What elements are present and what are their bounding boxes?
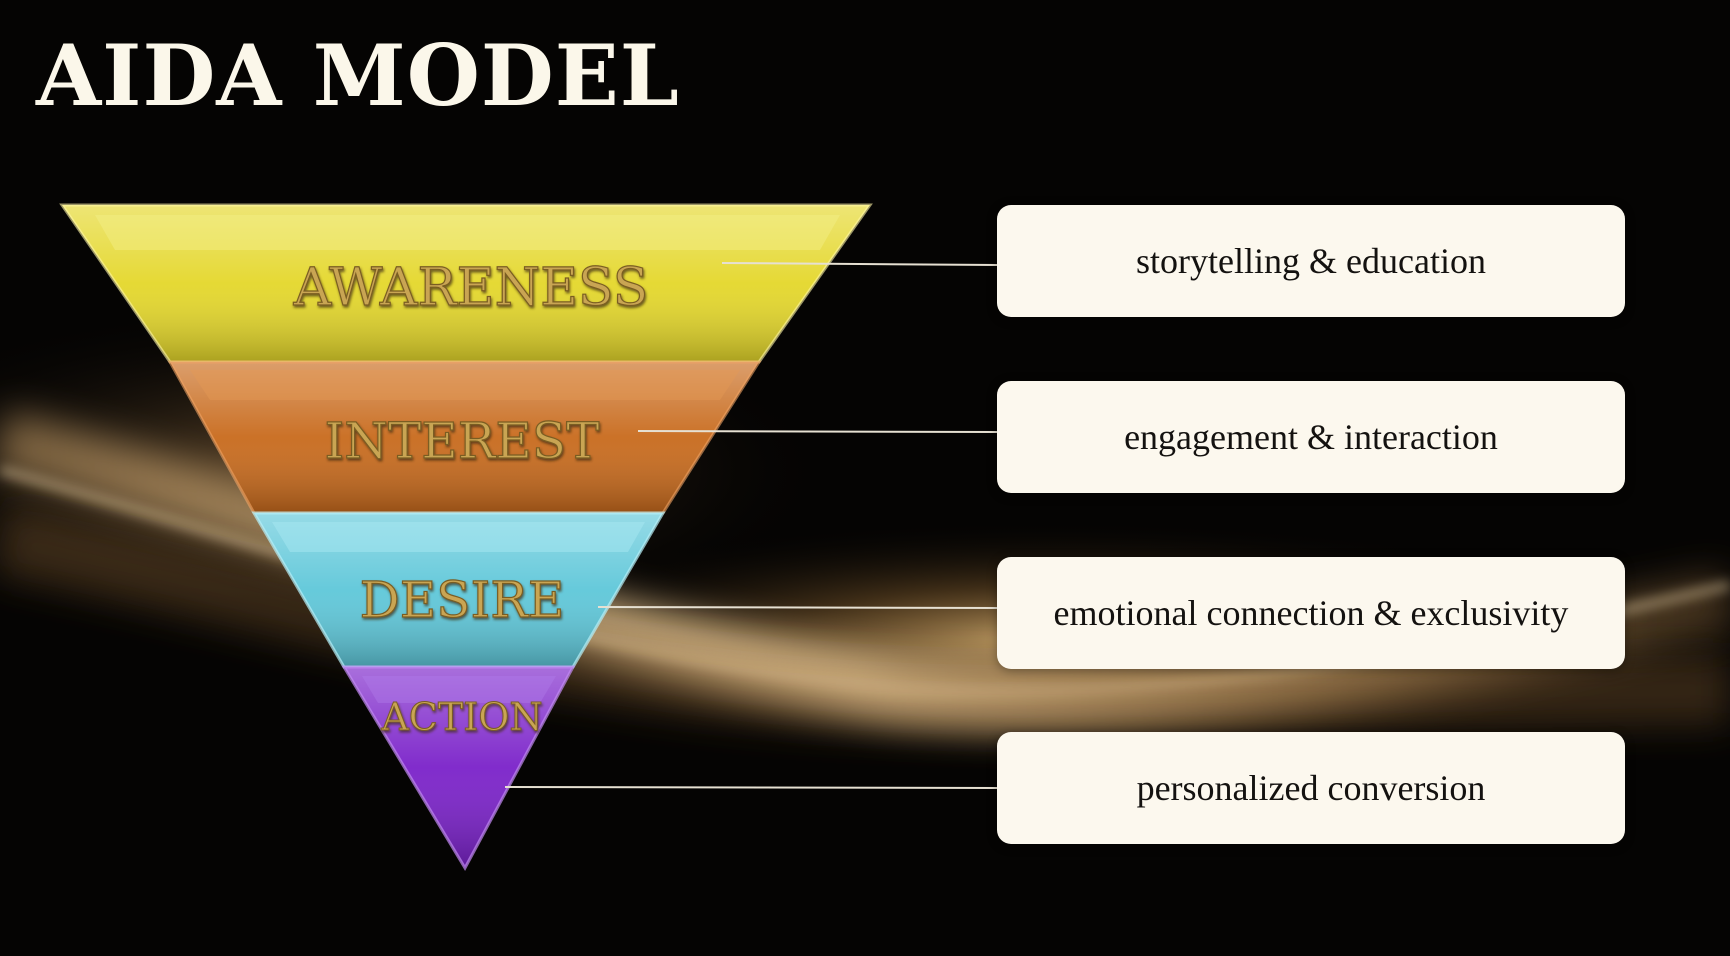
stage-action: ACTION [341,665,576,872]
connector-line-desire [597,606,998,609]
page-title: AIDA MODEL [36,26,680,125]
stage-desire-label: DESIRE [360,571,565,629]
connector-line-action [504,786,998,789]
connector-line-interest [637,430,998,433]
stage-awareness-description: storytelling & education [997,205,1625,317]
stage-action-label: ACTION [380,695,542,739]
stage-interest-label: INTEREST [324,412,599,470]
connector-line-awareness [721,262,998,266]
stage-awareness-label: AWARENESS [293,258,649,318]
stage-awareness: AWARENESS [59,203,873,364]
stage-action-description: personalized conversion [997,732,1625,844]
stage-interest: INTEREST [167,360,762,515]
stage-desire-description: emotional connection & exclusivity [997,557,1625,669]
stage-desire: DESIRE [251,511,666,669]
stage-interest-description: engagement & interaction [997,381,1625,493]
